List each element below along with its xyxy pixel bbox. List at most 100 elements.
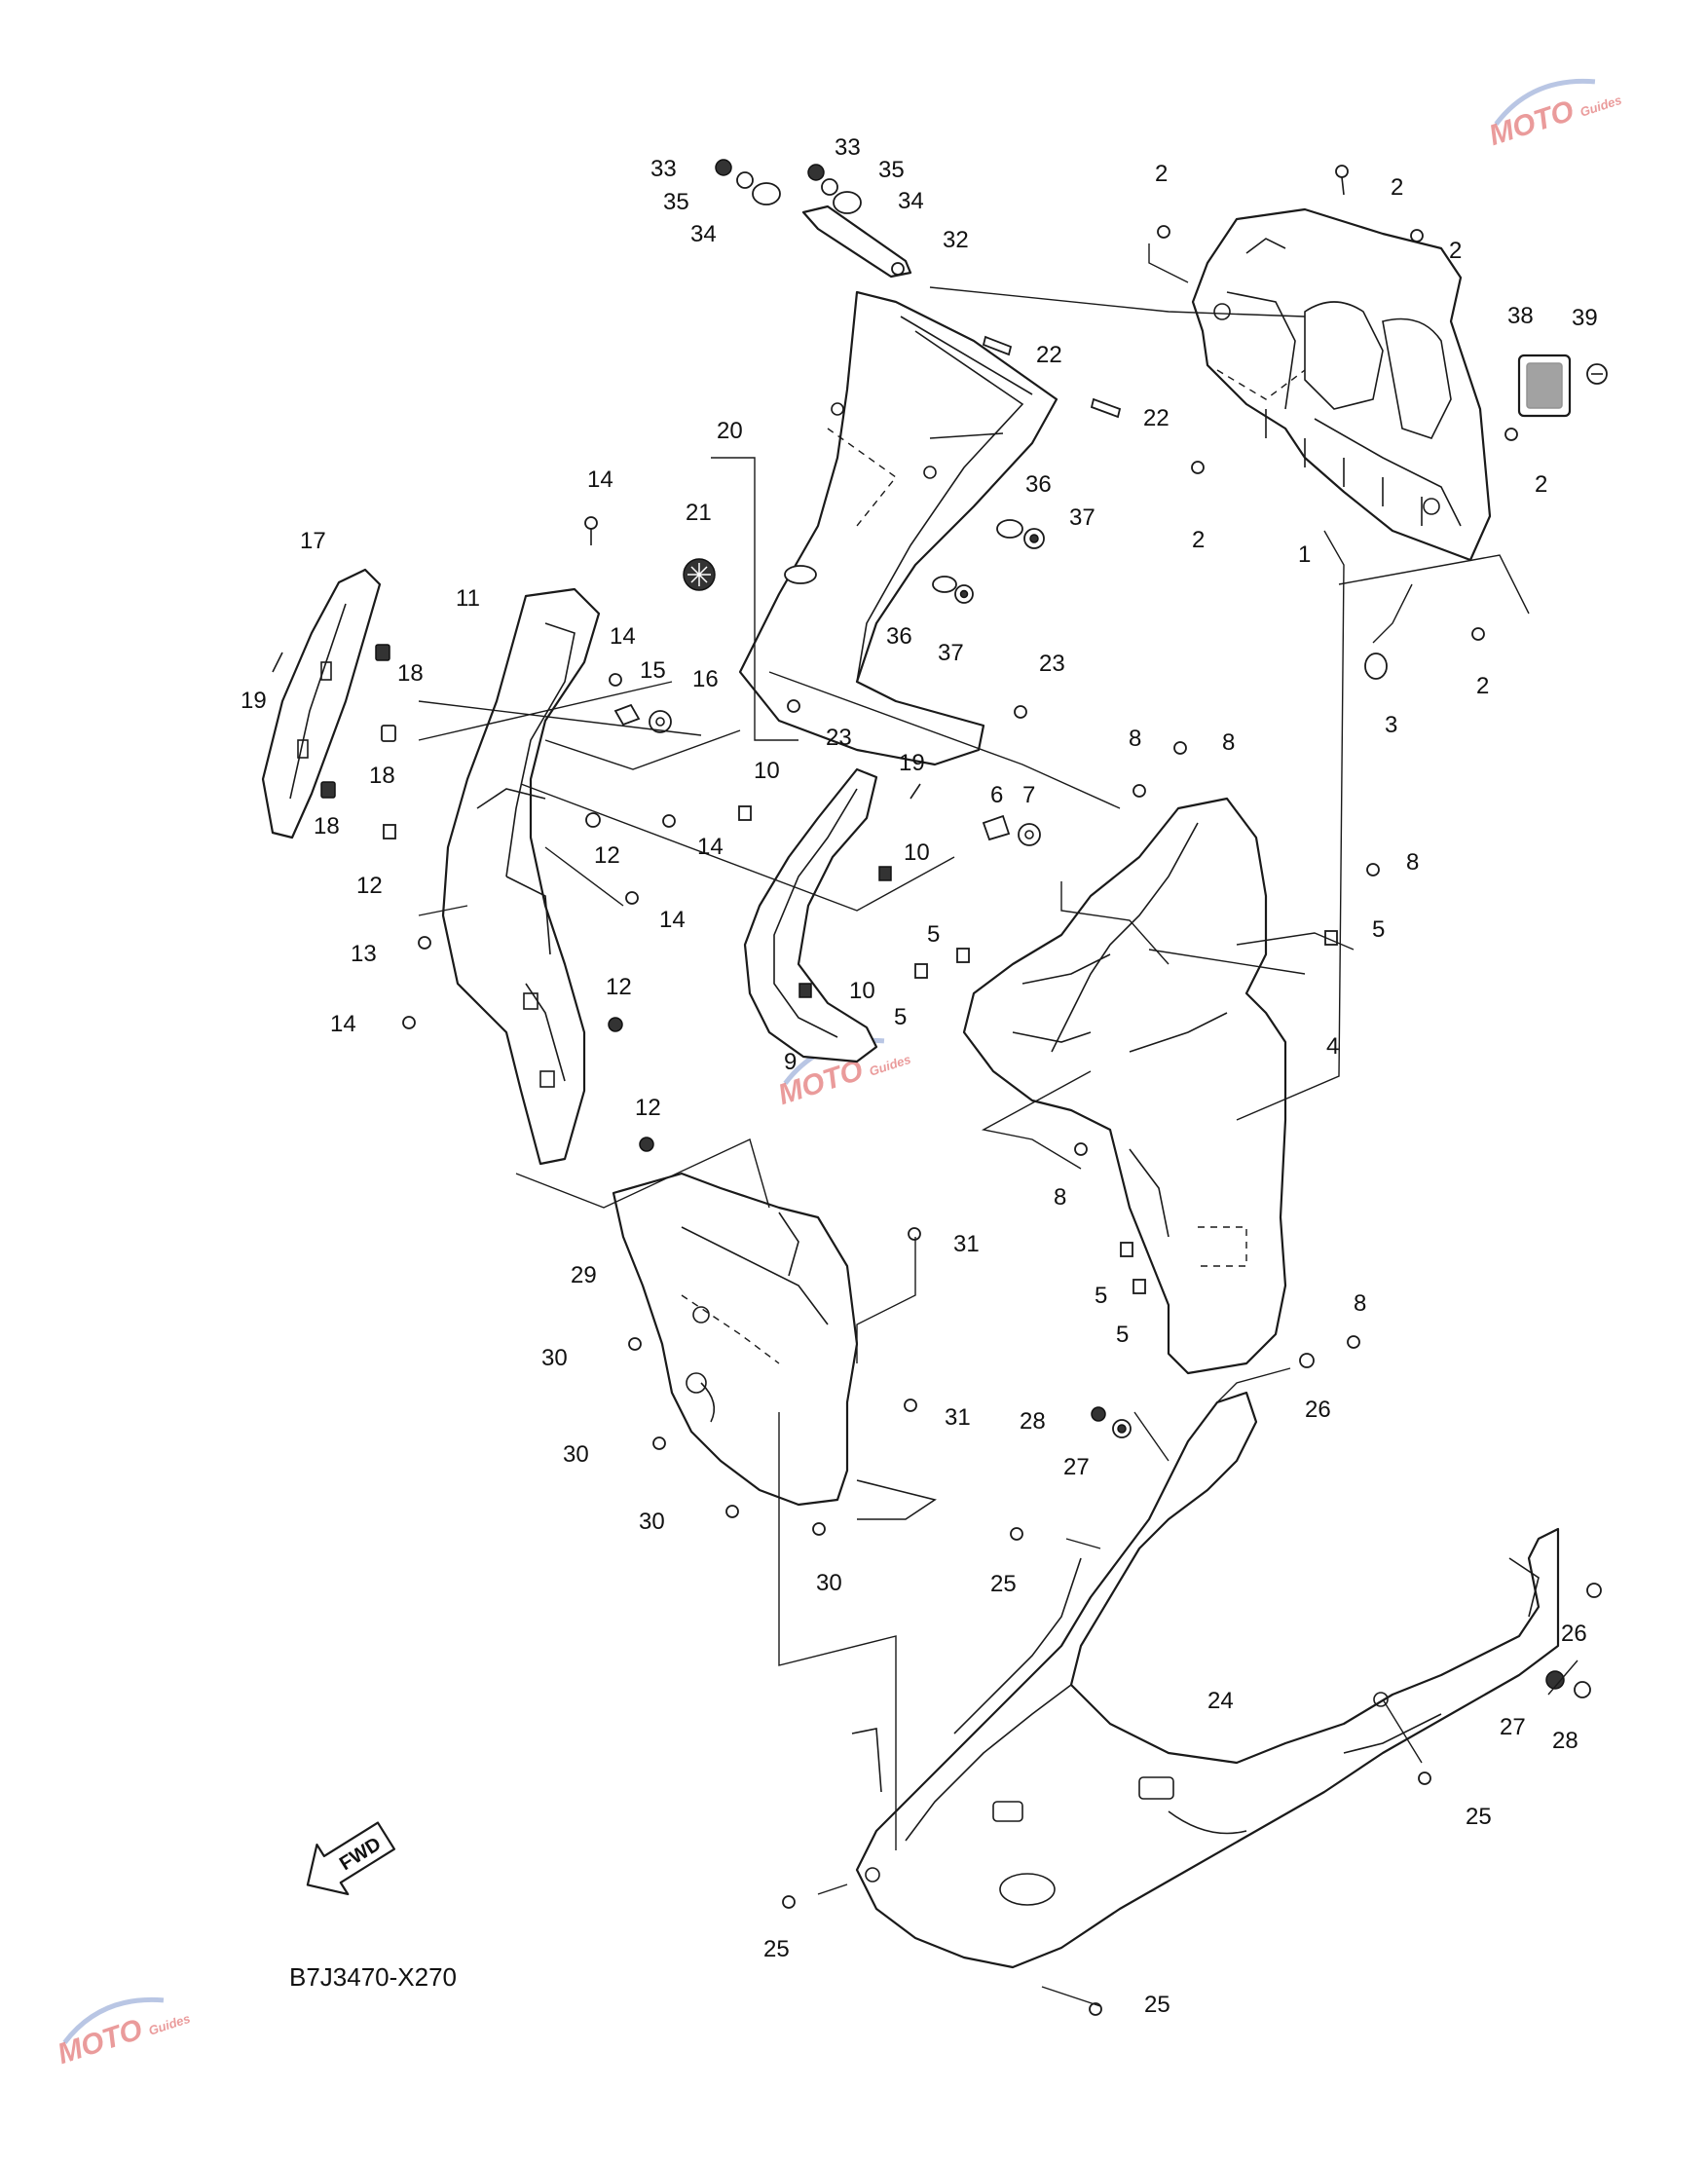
watermark-text: MOTO <box>54 2013 146 2070</box>
part-2-screw-a <box>1157 225 1170 239</box>
part-25-screw-c <box>782 1895 796 1909</box>
callout-12: 12 <box>635 1095 661 1121</box>
callout-34: 34 <box>690 221 717 247</box>
part-2-screw-e <box>1471 627 1485 641</box>
part-33-screw-left <box>715 159 732 176</box>
part-26-screw-lower <box>1586 1583 1602 1598</box>
part-33-screw-right <box>807 164 825 181</box>
callout-2: 2 <box>1192 527 1205 553</box>
part-32-bracket <box>801 205 912 279</box>
callout-8: 8 <box>1129 726 1141 752</box>
upper-front-panel <box>738 290 1058 766</box>
part-30-screw-b <box>652 1436 666 1450</box>
callout-38: 38 <box>1507 303 1534 329</box>
callout-7: 7 <box>1022 782 1035 808</box>
part-20-cap <box>784 565 817 584</box>
callout-24: 24 <box>1207 1688 1234 1714</box>
callout-13: 13 <box>351 941 377 967</box>
callout-14: 14 <box>697 834 724 860</box>
part-28-screw-lower <box>1574 1681 1591 1698</box>
part-5-nut-b <box>914 963 928 979</box>
callout-39: 39 <box>1572 305 1598 331</box>
part-24-floorboard <box>851 1391 1560 1969</box>
callout-5: 5 <box>1372 916 1385 943</box>
callout-28: 28 <box>1020 1408 1046 1435</box>
callout-5: 5 <box>894 1004 907 1030</box>
callout-33: 33 <box>835 134 861 161</box>
callout-21: 21 <box>686 500 712 526</box>
callout-22: 22 <box>1143 405 1170 431</box>
part-25-screw-a <box>1010 1527 1023 1541</box>
watermark-top-right: MOTO Guides <box>1485 78 1623 152</box>
callout-11: 11 <box>456 585 480 612</box>
part-18-clip-a <box>375 644 390 661</box>
part-2-screw-c <box>1191 461 1205 474</box>
callout-25: 25 <box>990 1571 1017 1597</box>
callout-2: 2 <box>1155 161 1168 187</box>
part-8-screw-a <box>1132 784 1146 798</box>
callout-14: 14 <box>659 907 686 933</box>
part-18-clip-b <box>381 725 396 742</box>
diagram-code: B7J3470-X270 <box>289 1962 457 1992</box>
callout-26: 26 <box>1305 1397 1331 1423</box>
part-17-side-strip <box>261 568 382 839</box>
callout-31: 31 <box>953 1231 980 1257</box>
callout-15: 15 <box>640 657 666 684</box>
part-3-grommet <box>1364 653 1388 680</box>
callout-30: 30 <box>541 1345 568 1371</box>
part-30-screw-a <box>628 1337 642 1351</box>
part-14-screw-a <box>609 673 622 687</box>
part-8-screw-c <box>1366 863 1380 876</box>
callout-17: 17 <box>300 528 326 554</box>
part-30-screw-c <box>725 1505 739 1518</box>
part-12-nut-d <box>639 1137 654 1152</box>
callout-2: 2 <box>1391 174 1403 201</box>
callout-30: 30 <box>563 1441 589 1468</box>
part-5-nut-a <box>956 948 970 963</box>
part-8-screw-b <box>1173 741 1187 755</box>
part-18-clip-c <box>320 781 336 799</box>
callout-9: 9 <box>784 1049 797 1075</box>
part-1-inner-panel <box>1191 207 1492 562</box>
callout-29: 29 <box>571 1262 597 1288</box>
watermark-bottom-left: MOTO Guides <box>54 1996 192 2070</box>
part-29-lower-cover <box>612 1172 937 1520</box>
part-22-screw-a <box>982 335 1013 356</box>
part-10-clip-c <box>798 983 812 998</box>
part-26-screw-upper <box>1299 1353 1315 1368</box>
callout-26: 26 <box>1561 1621 1587 1647</box>
watermark-text: MOTO <box>1485 94 1578 152</box>
part-12-nut-b <box>585 812 601 828</box>
callout-32: 32 <box>943 227 969 253</box>
part-12-nut-c <box>608 1017 623 1032</box>
callout-4: 4 <box>1326 1033 1339 1060</box>
part-30-screw-d <box>812 1522 826 1536</box>
part-36-washer-lower <box>932 576 957 593</box>
callout-27: 27 <box>1063 1454 1090 1480</box>
callout-6: 6 <box>990 782 1003 808</box>
callout-14: 14 <box>587 466 613 493</box>
part-37-nut <box>1023 528 1045 549</box>
callout-8: 8 <box>1406 849 1419 876</box>
callout-2: 2 <box>1535 471 1547 498</box>
watermark-sub: Guides <box>868 1052 913 1079</box>
part-19-clip-upper <box>910 783 921 800</box>
part-8-screw-d <box>1074 1142 1088 1156</box>
callout-5: 5 <box>927 921 940 948</box>
part-35-washer-left <box>736 171 754 189</box>
part-23-screw-b <box>787 699 800 713</box>
callout-25: 25 <box>1144 1992 1170 2018</box>
part-36-washer <box>996 519 1023 539</box>
part-5-nut-d <box>1120 1242 1133 1257</box>
callout-31: 31 <box>945 1404 971 1431</box>
callout-5: 5 <box>1095 1283 1107 1309</box>
callout-8: 8 <box>1354 1290 1366 1317</box>
part-14-screw-d <box>402 1016 416 1029</box>
part-15-bolt <box>613 703 641 727</box>
callout-19: 19 <box>241 688 267 714</box>
part-27-collar-upper <box>1112 1419 1132 1438</box>
callout-30: 30 <box>639 1509 665 1535</box>
callout-8: 8 <box>1222 729 1235 756</box>
part-7-washer <box>1018 823 1041 846</box>
